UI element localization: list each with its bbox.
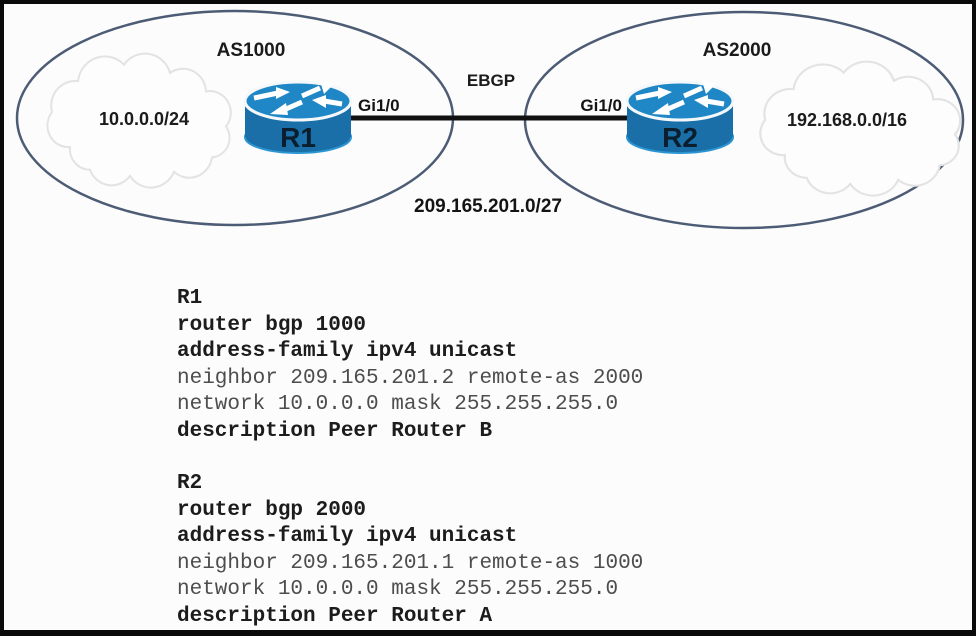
r2-config-line-description: description Peer Router A <box>177 604 493 628</box>
network-topology-diagram: AS1000 AS2000 10.0.0.0/24 192.168.0.0/16… <box>15 9 965 230</box>
r1-config-line-description: description Peer Router B <box>177 419 493 443</box>
left-as-label: AS1000 <box>217 40 286 61</box>
r2-interface-label: Gi1/0 <box>580 96 622 115</box>
right-as-label: AS2000 <box>703 40 772 61</box>
r1-interface-label: Gi1/0 <box>358 96 400 115</box>
router-r2-name-label: R2 <box>662 122 698 153</box>
right-cloud-network-label: 192.168.0.0/16 <box>787 110 907 130</box>
r1-config-line-address-family: address-family ipv4 unicast <box>177 340 518 363</box>
bgp-config-section: R1 router bgp 1000 address-family ipv4 u… <box>177 286 643 630</box>
r1-config-line-neighbor: neighbor 209.165.201.2 remote-as 2000 <box>177 366 644 390</box>
r2-config-line-neighbor: neighbor 209.165.201.1 remote-as 1000 <box>177 551 644 575</box>
r2-config-block: R2 router bgp 2000 address-family ipv4 u… <box>177 471 643 630</box>
r1-config-line-router-bgp: router bgp 1000 <box>177 313 367 337</box>
link-subnet-label: 209.165.201.0/27 <box>414 196 562 217</box>
r1-config-title: R1 <box>177 287 203 310</box>
r1-config-line-network: network 10.0.0.0 mask 255.255.255.0 <box>177 393 619 416</box>
left-cloud-network-label: 10.0.0.0/24 <box>99 109 189 129</box>
r2-config-line-address-family: address-family ipv4 unicast <box>177 525 518 548</box>
r2-config-line-router-bgp: router bgp 2000 <box>177 498 367 522</box>
r2-config-line-network: network 10.0.0.0 mask 255.255.255.0 <box>177 578 619 601</box>
ebgp-protocol-label: EBGP <box>467 71 515 90</box>
router-r1-name-label: R1 <box>280 122 316 153</box>
r2-config-title: R2 <box>177 472 203 495</box>
r1-config-block: R1 router bgp 1000 address-family ipv4 u… <box>177 286 643 445</box>
